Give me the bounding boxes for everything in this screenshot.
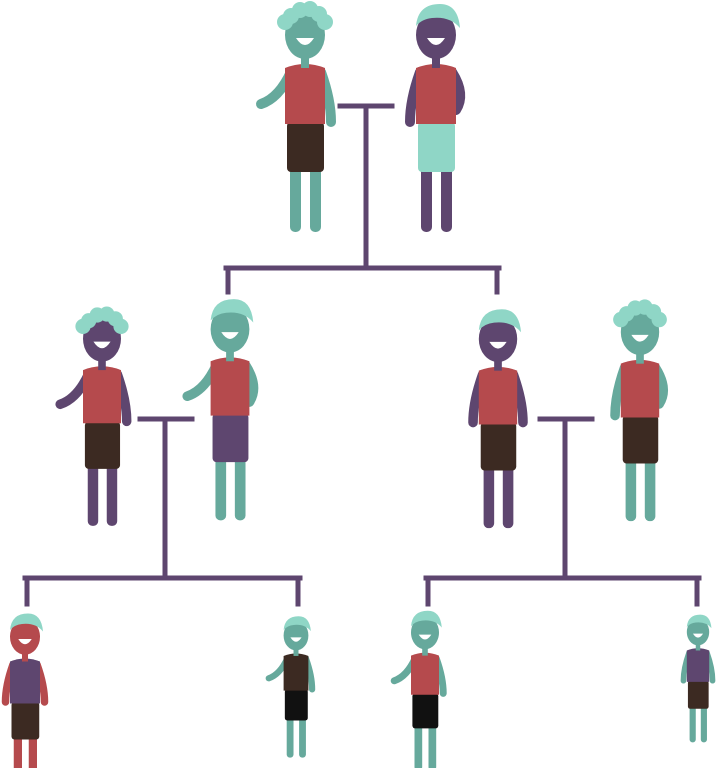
left-leg [286,713,294,758]
pants [480,422,517,471]
person-grandparent-left [256,1,336,232]
person-parent-4 [610,299,668,522]
person-child-2 [265,616,316,758]
swoop-hair [283,616,311,632]
person-child-3 [390,610,447,768]
pants [687,680,709,709]
right-leg [502,459,514,529]
head [210,305,250,353]
left-leg [215,450,227,521]
right-leg [310,160,321,232]
shirt [620,359,660,418]
head [411,615,439,650]
neck [22,651,28,662]
pants [622,415,659,464]
shirt [686,648,710,682]
head [686,618,710,646]
neck [226,347,234,362]
person-parent-1 [55,306,132,526]
smile [18,639,32,645]
left-leg [421,160,432,232]
person-child-4 [680,614,716,743]
left-leg [689,702,696,743]
head [416,11,456,59]
smile [418,634,432,640]
left-leg [414,720,423,768]
right-leg [299,713,306,758]
pants [11,702,40,740]
right-leg [28,730,37,768]
curly-hair [613,299,667,328]
head [283,620,309,651]
pants [84,421,121,469]
head [478,315,518,363]
shirt [411,652,439,695]
left-leg [625,452,637,522]
neck [293,647,299,656]
swoop-hair [411,610,442,628]
person-parent-2 [182,299,259,521]
pants [287,122,324,172]
right-leg [106,457,118,526]
neck [98,356,106,371]
neck [695,642,701,651]
neck [422,645,428,656]
shirt [285,64,325,124]
shirt [478,366,518,425]
smile [296,38,314,45]
right-leg [700,702,707,743]
pants [212,413,249,463]
right-leg [234,450,246,521]
smile [489,341,507,349]
pants [412,693,439,729]
head [83,315,121,362]
shirt [283,653,309,691]
smile [221,332,239,339]
shirt [416,64,456,124]
pants [418,122,455,172]
curly-hair [75,306,129,334]
left-leg [13,730,22,768]
person-grandparent-right [405,4,466,232]
swoop-hair [10,613,43,632]
smile [631,334,649,342]
neck [301,54,309,68]
head [10,618,40,655]
shirt [83,366,121,424]
neck [636,350,644,364]
person-child-1 [1,613,49,768]
pants [284,689,308,721]
family-connectors [22,103,702,607]
head [285,11,325,59]
smile [93,341,111,349]
left-leg [87,457,99,526]
neck [432,54,440,68]
swoop-hair [686,614,712,629]
head [620,308,660,356]
right-leg [644,452,656,522]
swoop-hair [210,299,254,323]
neck [494,357,502,371]
person-parent-3 [468,309,528,529]
shirt [210,357,250,416]
shirt [10,658,40,704]
curly-hair [277,1,333,30]
left-leg [290,160,301,232]
smile [427,38,445,45]
swoop-hair [478,309,522,333]
smile [692,633,704,638]
right-leg [428,720,437,768]
right-leg [441,160,452,232]
smile [290,637,302,642]
swoop-hair [416,4,460,28]
left-leg [483,459,495,529]
